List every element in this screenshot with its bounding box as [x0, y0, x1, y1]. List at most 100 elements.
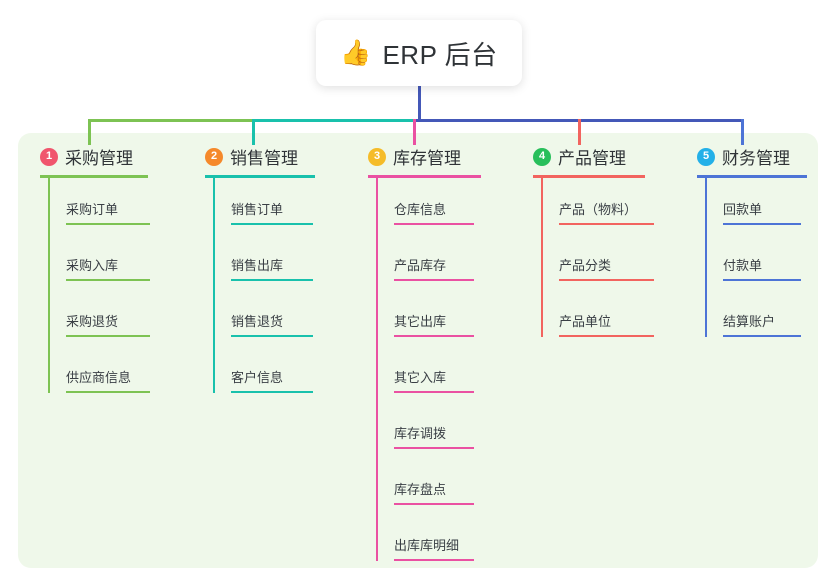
branch-underline-3 [368, 175, 481, 178]
leaf-node[interactable]: 产品库存 [394, 255, 474, 281]
branch-heading-5[interactable]: 5 财务管理 [697, 144, 790, 169]
branch-number-badge: 2 [205, 147, 223, 166]
branch-heading-3[interactable]: 3 库存管理 [368, 144, 461, 169]
trunk-connector [418, 86, 421, 121]
leaf-underline [559, 335, 654, 337]
leaf-node[interactable]: 其它出库 [394, 311, 474, 337]
leaf-underline [66, 279, 150, 281]
leaf-underline [231, 223, 313, 225]
leaf-node-label: 回款单 [723, 202, 763, 217]
bus-segment-4 [578, 119, 743, 122]
leaf-node[interactable]: 其它入库 [394, 367, 474, 393]
leaf-underline [394, 335, 474, 337]
leaf-node-label: 产品（物料） [559, 202, 638, 217]
branch-underline-1 [40, 175, 148, 178]
branch-spine-1 [48, 175, 50, 393]
leaf-node-label: 产品分类 [559, 258, 612, 273]
leaf-node[interactable]: 结算账户 [723, 311, 801, 337]
branch-title-label: 销售管理 [230, 149, 298, 168]
leaf-node-label: 付款单 [723, 258, 763, 273]
thumbs-up-emoji: 👍 [340, 38, 372, 67]
leaf-node[interactable]: 回款单 [723, 199, 801, 225]
leaf-node-label: 销售出库 [231, 258, 284, 273]
leaf-node-label: 结算账户 [723, 314, 776, 329]
leaf-underline [723, 279, 801, 281]
leaf-node[interactable]: 客户信息 [231, 367, 313, 393]
leaf-node-label: 采购退货 [66, 314, 119, 329]
diagram-panel [18, 133, 818, 568]
branch-title-label: 产品管理 [558, 149, 626, 168]
leaf-underline [66, 223, 150, 225]
branch-underline-2 [205, 175, 315, 178]
leaf-underline [559, 223, 654, 225]
root-node[interactable]: 👍 ERP 后台 [316, 20, 522, 86]
leaf-node-label: 库存调拨 [394, 426, 447, 441]
leaf-node-label: 产品库存 [394, 258, 447, 273]
leaf-node[interactable]: 采购入库 [66, 255, 150, 281]
branch-drop-3 [413, 119, 416, 145]
branch-drop-1 [88, 119, 91, 145]
leaf-node[interactable]: 销售订单 [231, 199, 313, 225]
leaf-node-label: 客户信息 [231, 370, 284, 385]
root-node-label: ERP 后台 [382, 39, 498, 70]
leaf-underline [723, 335, 801, 337]
leaf-underline [394, 279, 474, 281]
leaf-underline [394, 391, 474, 393]
leaf-underline [231, 335, 313, 337]
branch-number-badge: 5 [697, 147, 715, 166]
branch-number-badge: 1 [40, 147, 58, 166]
leaf-node-label: 其它入库 [394, 370, 447, 385]
leaf-node-label: 采购订单 [66, 202, 119, 217]
branch-number-badge: 3 [368, 147, 386, 166]
leaf-node[interactable]: 销售出库 [231, 255, 313, 281]
leaf-node-label: 其它出库 [394, 314, 447, 329]
leaf-underline [394, 223, 474, 225]
branch-spine-5 [705, 175, 707, 337]
leaf-node[interactable]: 出库库明细 [394, 535, 474, 561]
leaf-node[interactable]: 库存盘点 [394, 479, 474, 505]
branch-title-label: 财务管理 [722, 149, 790, 168]
leaf-node[interactable]: 库存调拨 [394, 423, 474, 449]
leaf-node-label: 出库库明细 [394, 538, 460, 553]
leaf-underline [231, 279, 313, 281]
leaf-node-label: 库存盘点 [394, 482, 447, 497]
bus-segment-2 [252, 119, 415, 122]
leaf-node[interactable]: 产品（物料） [559, 199, 654, 225]
branch-title-label: 采购管理 [65, 149, 133, 168]
leaf-node[interactable]: 付款单 [723, 255, 801, 281]
leaf-node-label: 采购入库 [66, 258, 119, 273]
branch-drop-5 [741, 119, 744, 145]
bus-segment-1 [88, 119, 254, 122]
leaf-underline [231, 391, 313, 393]
leaf-underline [394, 503, 474, 505]
leaf-node[interactable]: 供应商信息 [66, 367, 150, 393]
branch-drop-4 [578, 119, 581, 145]
leaf-underline [723, 223, 801, 225]
branch-underline-5 [697, 175, 807, 178]
branch-heading-4[interactable]: 4 产品管理 [533, 144, 626, 169]
leaf-underline [559, 279, 654, 281]
branch-spine-3 [376, 175, 378, 561]
leaf-node[interactable]: 采购订单 [66, 199, 150, 225]
leaf-node[interactable]: 产品分类 [559, 255, 654, 281]
leaf-node-label: 产品单位 [559, 314, 612, 329]
branch-spine-2 [213, 175, 215, 393]
leaf-node-label: 销售订单 [231, 202, 284, 217]
branch-title-label: 库存管理 [393, 149, 461, 168]
leaf-node[interactable]: 产品单位 [559, 311, 654, 337]
bus-segment-3 [413, 119, 580, 122]
leaf-underline [394, 447, 474, 449]
branch-number-badge: 4 [533, 147, 551, 166]
leaf-node[interactable]: 仓库信息 [394, 199, 474, 225]
branch-heading-2[interactable]: 2 销售管理 [205, 144, 298, 169]
leaf-underline [66, 391, 150, 393]
leaf-node[interactable]: 销售退货 [231, 311, 313, 337]
leaf-underline [66, 335, 150, 337]
leaf-node-label: 供应商信息 [66, 370, 132, 385]
branch-spine-4 [541, 175, 543, 337]
leaf-underline [394, 559, 474, 561]
leaf-node-label: 仓库信息 [394, 202, 447, 217]
branch-heading-1[interactable]: 1 采购管理 [40, 144, 133, 169]
leaf-node[interactable]: 采购退货 [66, 311, 150, 337]
